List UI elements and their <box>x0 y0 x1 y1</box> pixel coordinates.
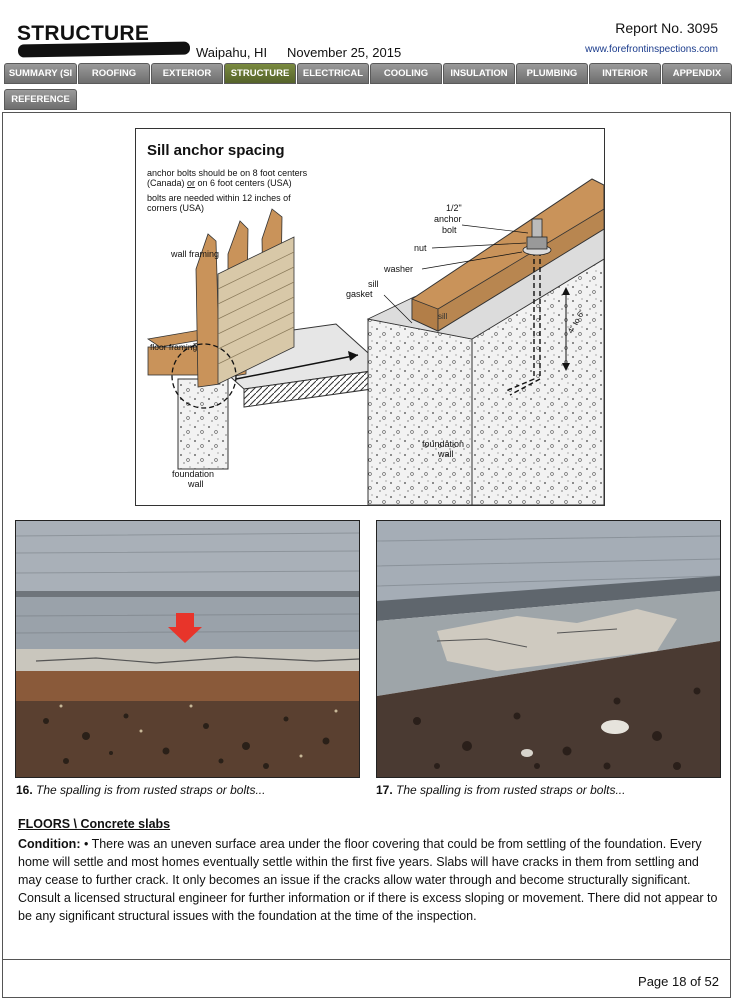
label-nut: nut <box>414 243 427 253</box>
page-number: Page 18 of 52 <box>638 974 719 989</box>
tab-plumbing[interactable]: PLUMBING <box>516 63 588 84</box>
caption-16: 16. The spalling is from rusted straps o… <box>16 783 266 797</box>
label-bolt-1: 1/2" <box>446 203 462 213</box>
tab-roofing[interactable]: ROOFING <box>78 63 150 84</box>
condition-label: Condition: <box>18 837 81 851</box>
detail-arrow <box>235 354 359 380</box>
report-title: STRUCTURE <box>17 22 150 45</box>
diagram-note-3: bolts are needed within 12 inches of <box>147 193 291 203</box>
diagram-note-2: (Canada) or on 6 foot centers (USA) <box>147 178 292 188</box>
label-foundation-wall-2: wall <box>187 479 204 489</box>
caption-17: 17. The spalling is from rusted straps o… <box>376 783 626 797</box>
anchor-bolt-hook <box>505 378 541 396</box>
label-bolt-3: bolt <box>442 225 457 235</box>
diagram-drawing: Sill anchor spacing anchor bolts should … <box>146 142 605 506</box>
tab-appendix[interactable]: APPENDIX <box>662 63 732 84</box>
label-bolt-2: anchor <box>434 214 462 224</box>
address: Waipahu, HI <box>196 45 268 60</box>
diagram-note-1: anchor bolts should be on 8 foot centers <box>147 168 308 178</box>
tab-summary[interactable]: SUMMARY (SI <box>4 63 77 84</box>
detail-circle <box>171 343 237 409</box>
tab-interior[interactable]: INTERIOR <box>589 63 661 84</box>
content-frame <box>2 112 731 998</box>
label-gasket-1: sill <box>368 279 379 289</box>
small-foundation-wall <box>177 378 229 470</box>
label-foundation-wall-3: foundation <box>422 439 464 449</box>
nut <box>526 236 548 250</box>
tab-structure[interactable]: STRUCTURE <box>224 63 296 84</box>
sill-anchor-diagram: Sill anchor spacing anchor bolts should … <box>135 128 605 506</box>
label-foundation-wall-1: foundation <box>172 469 214 479</box>
red-arrow-icon <box>168 613 202 643</box>
report-date: November 25, 2015 <box>287 45 402 60</box>
report-number: Report No. 3095 <box>615 20 718 36</box>
redacted-address <box>17 41 191 58</box>
foundation-front-face <box>367 318 473 506</box>
condition-paragraph: Condition: • There was an uneven surface… <box>18 835 718 925</box>
photo-16 <box>15 520 360 778</box>
tab-cooling[interactable]: COOLING <box>370 63 442 84</box>
diagram-note-4: corners (USA) <box>147 203 204 213</box>
label-wall-framing: wall framing <box>170 249 219 259</box>
tab-insulation[interactable]: INSULATION <box>443 63 515 84</box>
label-sill: sill <box>438 312 448 321</box>
condition-text: • There was an uneven surface area under… <box>18 837 718 923</box>
label-floor-framing: floor framing <box>150 342 198 352</box>
tab-electrical[interactable]: ELECTRICAL <box>297 63 369 84</box>
label-foundation-wall-4: wall <box>437 449 454 459</box>
label-gasket-2: gasket <box>346 289 373 299</box>
tab-exterior[interactable]: EXTERIOR <box>151 63 223 84</box>
section-title: FLOORS \ Concrete slabs <box>18 817 171 831</box>
diagram-title: Sill anchor spacing <box>147 142 285 159</box>
website-link[interactable]: www.forefrontinspections.com <box>585 44 718 55</box>
label-washer: washer <box>383 264 413 274</box>
tab-reference[interactable]: REFERENCE <box>4 89 77 110</box>
siding-panel <box>217 236 295 385</box>
photo-17 <box>376 520 721 778</box>
footer-divider <box>2 959 731 960</box>
